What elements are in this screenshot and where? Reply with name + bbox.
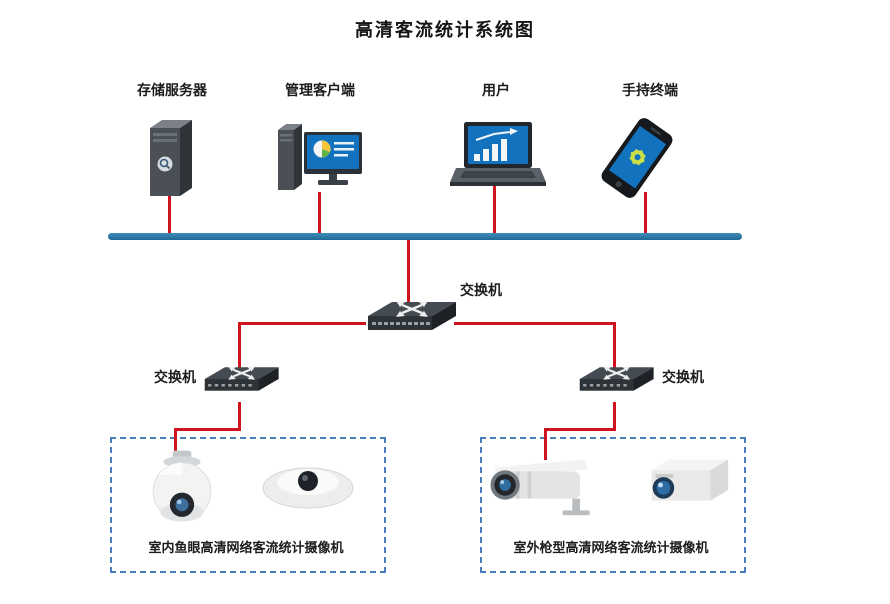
tower-server-icon <box>150 120 192 196</box>
indoor-camera-group-box <box>110 437 386 573</box>
network-switch-icon <box>204 366 279 391</box>
network-bus-line <box>108 233 742 240</box>
left-switch-label: 交换机 <box>154 369 196 385</box>
network-switch-icon <box>579 366 654 391</box>
box-camera-icon <box>651 459 729 501</box>
laptop-icon <box>450 122 546 186</box>
link-line <box>544 428 547 460</box>
link-line <box>168 190 171 240</box>
network-switch-icon <box>368 301 456 330</box>
link-line <box>493 186 496 240</box>
link-line <box>238 322 366 325</box>
handheld-terminal-label: 手持终端 <box>622 82 678 98</box>
link-line <box>544 428 616 431</box>
link-line <box>174 428 241 431</box>
link-line <box>238 402 241 430</box>
link-line <box>174 428 177 462</box>
desktop-computer-icon <box>278 124 362 190</box>
link-line <box>407 240 410 302</box>
smartphone-icon <box>595 112 679 204</box>
link-line <box>454 322 616 325</box>
link-line <box>318 192 321 240</box>
bullet-camera-icon <box>490 459 590 516</box>
link-line <box>613 322 616 368</box>
diagram-title: 高清客流统计系统图 <box>355 20 535 40</box>
user-label: 用户 <box>482 82 510 98</box>
outdoor-camera-group-box <box>480 437 746 573</box>
core-switch-label: 交换机 <box>460 282 502 298</box>
link-line <box>238 322 241 368</box>
outdoor-camera-group-label: 室外枪型高清网络客流统计摄像机 <box>513 540 709 555</box>
fisheye-camera-icon <box>262 467 354 509</box>
management-client-label: 管理客户端 <box>285 82 355 98</box>
right-switch-label: 交换机 <box>662 369 704 385</box>
indoor-camera-group-label: 室内鱼眼高清网络客流统计摄像机 <box>148 540 344 555</box>
link-line <box>613 402 616 430</box>
link-line <box>644 192 647 240</box>
storage-server-label: 存储服务器 <box>137 82 207 98</box>
dome-camera-icon <box>152 450 212 522</box>
